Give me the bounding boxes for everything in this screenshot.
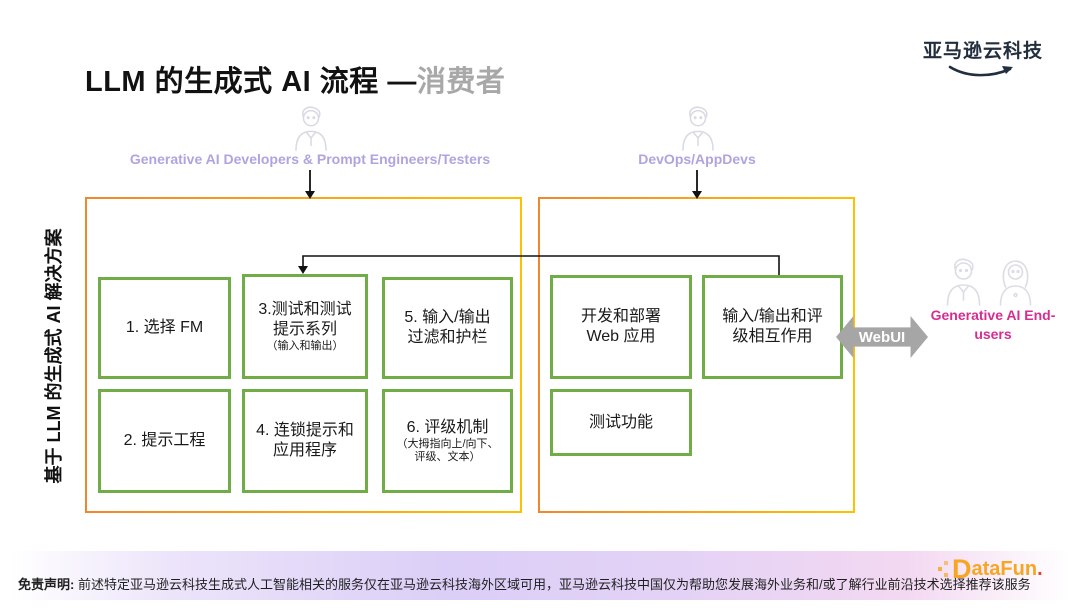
webui-label: WebUI [858,328,906,346]
developers-label: Generative AI Developers & Prompt Engine… [129,151,491,167]
footer-gradient-band [0,551,1080,600]
title-main: LLM 的生成式 AI 流程 — [85,66,417,98]
enduser-woman-icon [999,260,1032,306]
disclaimer-label: 免责声明: [18,577,75,592]
aws-china-logo: 亚马逊云科技 [913,36,1053,79]
box-test-prompt-series: 3.测试和测试 提示系列 （输入和输出） [242,274,368,379]
box-test-function: 测试功能 [550,389,692,456]
box-select-fm: 1. 选择 FM [98,277,231,379]
developer-person-icon [295,106,327,151]
aws-logo-text: 亚马逊云科技 [922,41,1043,62]
datafun-logo-dot: . [1037,558,1043,580]
box-chained-prompts-apps: 4. 连锁提示和 应用程序 [242,389,368,493]
endusers-label: Generative AI End-users [930,307,1056,342]
enduser-man-icon [946,258,981,306]
box-io-rating-interaction: 输入/输出和评 级相互作用 [702,275,843,379]
side-label: 基于 LLM 的生成式 AI 解决方案 [44,228,64,484]
datafun-logo-rest: ataFun [971,558,1038,580]
disclaimer-body: 前述特定亚马逊云科技生成式人工智能相关的服务仅在亚马逊云科技海外区域可用，亚马逊… [77,577,1031,592]
devops-label: DevOps/AppDevs [638,151,756,167]
devops-person-icon [682,106,714,151]
box-rating-mechanism: 6. 评级机制 （大拇指向上/向下、 评级、文本） [382,389,513,493]
webui-arrow: WebUI [836,316,928,358]
disclaimer-text: 免责声明: 前述特定亚马逊云科技生成式人工智能相关的服务仅在亚马逊云科技海外区域… [18,574,1031,593]
datafun-logo-d: D [952,553,972,584]
box-prompt-engineering: 2. 提示工程 [98,389,231,493]
arrow-devops-to-right-panel [692,170,702,199]
box-io-filter-guardrails: 5. 输入/输出 过滤和护栏 [382,277,513,379]
page-title: LLM 的生成式 AI 流程 —消费者 [85,58,505,100]
amazon-smile-icon [948,65,1013,77]
box-develop-deploy-webapp: 开发和部署 Web 应用 [550,275,692,379]
datafun-dots-icon [938,557,951,581]
arrow-developers-to-left-panel [305,170,315,199]
datafun-logo: D ataFun . [938,552,1043,586]
title-accent: 消费者 [416,66,506,98]
